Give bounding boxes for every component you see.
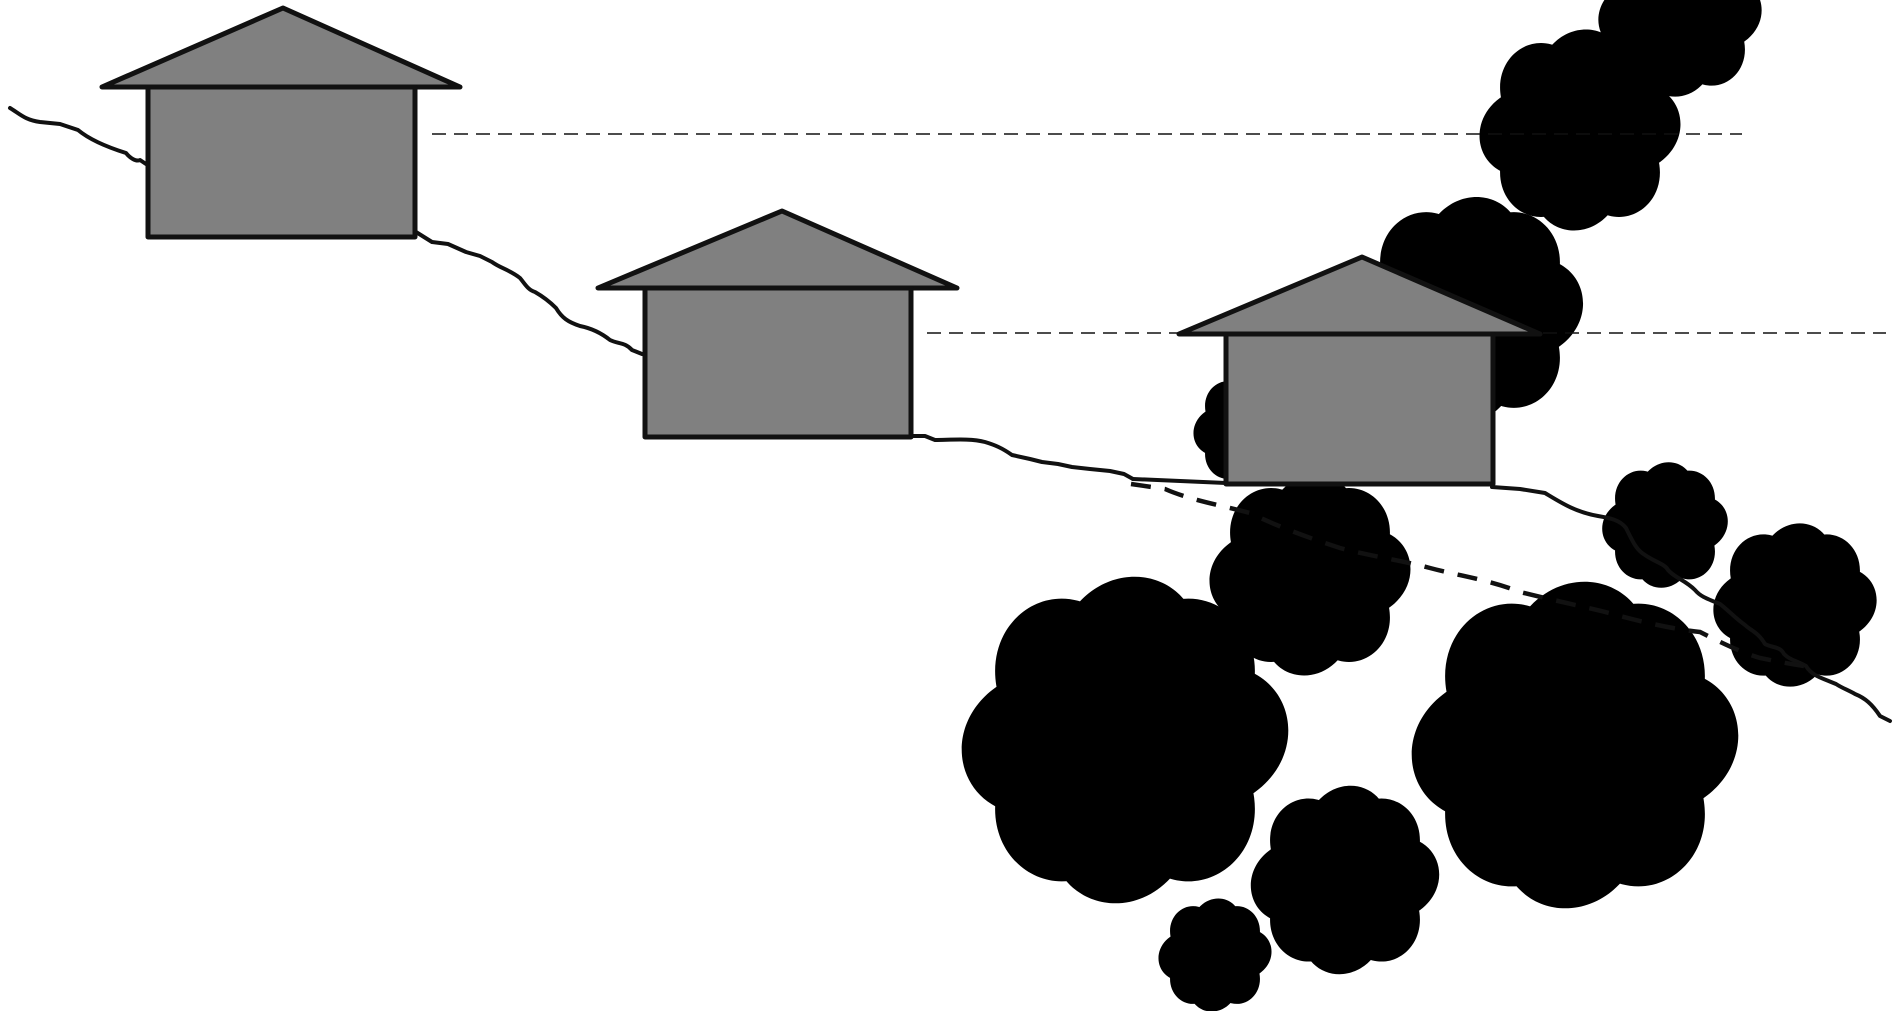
- background-ornament: [933, 0, 1891, 1011]
- house-3: [1176, 254, 1543, 487]
- house-2-roof: [595, 208, 960, 291]
- house-1-roof: [99, 5, 463, 90]
- excavation-line: [1130, 481, 1805, 669]
- house-1-body: [145, 84, 418, 240]
- house-1: [99, 5, 463, 240]
- terrain-line-upper: [8, 106, 148, 166]
- house-2: [595, 208, 960, 440]
- house-2-body: [642, 285, 914, 440]
- terrain-line-lower: [910, 434, 1135, 481]
- terrain-line-right: [1131, 477, 1228, 485]
- terrain-line-middle: [414, 230, 644, 356]
- terrain-line-far-right: [1490, 485, 1892, 723]
- house-3-body: [1223, 331, 1496, 487]
